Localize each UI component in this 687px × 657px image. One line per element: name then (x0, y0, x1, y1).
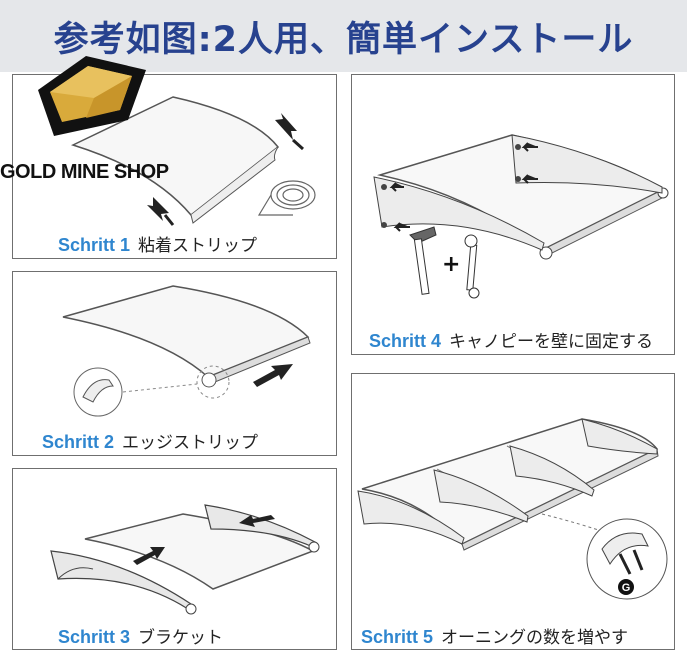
step-3-illustration (50, 504, 320, 615)
gold-bar-logo (38, 56, 146, 136)
tape-roll-icon (257, 180, 316, 216)
detail-badge: G (622, 582, 631, 594)
step-5-panel: G Schritt 5 オーニングの数を増やす (351, 373, 675, 650)
step-2-caption: Schritt 2 エッジストリップ (42, 428, 258, 453)
hammer-icon (409, 226, 437, 295)
step-3-caption: Schritt 3 ブラケット (58, 623, 223, 648)
step-2-desc: エッジストリップ (122, 433, 259, 453)
step-5-caption: Schritt 5 オーニングの数を増やす (361, 623, 628, 648)
step-4-desc: キャノピーを壁に固定する (449, 332, 654, 352)
arrow-icon (133, 547, 165, 565)
arrow-icon (275, 113, 305, 151)
step-4-illustration: + (373, 134, 669, 299)
step-3-desc: ブラケット (138, 628, 224, 648)
arrow-icon (147, 197, 175, 226)
arrow-icon (389, 142, 538, 232)
step-1-illustration (70, 96, 316, 226)
step-5-label: Schritt 5 (361, 627, 434, 647)
page-title: 参考如图:2人用、簡単インストール (53, 19, 634, 60)
shop-name-watermark: GOLD MINE SHOP (0, 161, 169, 183)
arrow-icon (253, 364, 293, 387)
screw-detail-icon (601, 532, 649, 575)
wrench-icon (464, 234, 480, 299)
step-1-desc: 粘着ストリップ (138, 236, 258, 256)
step-1-caption: Schritt 1 粘着ストリップ (58, 231, 257, 256)
step-5-desc: オーニングの数を増やす (441, 628, 629, 648)
step-2-illustration (62, 285, 311, 417)
step-2-label: Schritt 2 (42, 432, 115, 452)
step-1-label: Schritt 1 (58, 235, 131, 255)
step-4-panel: + Schritt 4 キャノピーを壁に固定する (351, 74, 675, 355)
svg-text:+: + (442, 252, 460, 277)
step-4-label: Schritt 4 (369, 331, 442, 351)
step-2-panel: Schritt 2 エッジストリップ (12, 271, 337, 456)
step-5-illustration: G (357, 418, 668, 600)
step-3-label: Schritt 3 (58, 627, 131, 647)
step-3-panel: Schritt 3 ブラケット (12, 468, 337, 650)
title-banner: 参考如图:2人用、簡単インストール (0, 0, 687, 72)
step-4-caption: Schritt 4 キャノピーを壁に固定する (369, 327, 653, 352)
arrow-icon (239, 515, 275, 527)
